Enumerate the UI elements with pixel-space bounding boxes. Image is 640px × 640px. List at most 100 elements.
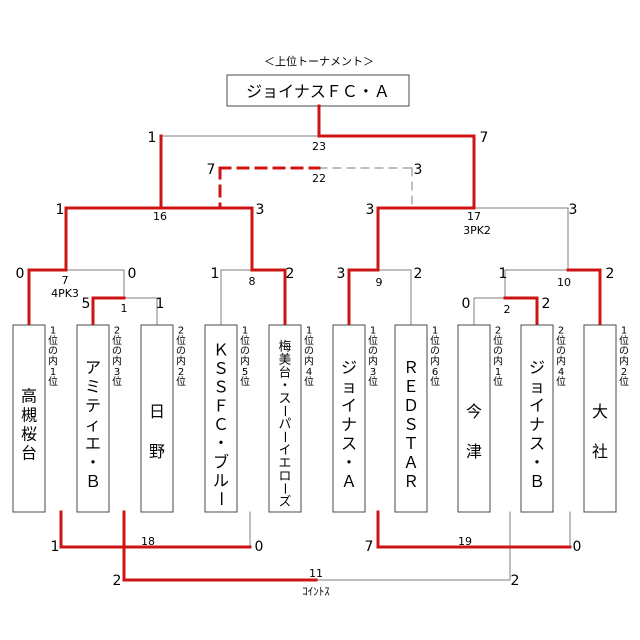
team-name-7-char: Ｄ — [403, 396, 419, 415]
team-boxes — [12, 324, 617, 513]
match-no-m22: 22 — [312, 172, 326, 185]
team-name-6-char: ス — [341, 434, 357, 453]
team-rank-2-char: 位 — [112, 334, 122, 347]
team-name-8-char: 津 — [466, 442, 482, 461]
team-rank-4-char: の — [240, 346, 250, 357]
team-name-6-char: ョ — [341, 377, 357, 396]
score-m17-right: 3 — [569, 202, 578, 218]
score-m9-left: 3 — [337, 266, 346, 282]
match-no-m23: 23 — [312, 140, 326, 153]
team-name-10: 大社 — [592, 402, 608, 461]
team-name-2-char: ィ — [85, 415, 101, 434]
team-rank-9-char: 4 — [558, 367, 564, 378]
team-name-6-char: Ａ — [341, 472, 357, 491]
team-name-9-char: ・ — [529, 453, 545, 472]
team-rank-5-char: の — [304, 346, 314, 357]
team-rank-7-char: 内 — [430, 354, 440, 367]
score-m1-left: 5 — [82, 296, 91, 312]
team-rank-2-char: の — [112, 346, 122, 357]
team-rank-3-char: 内 — [176, 354, 186, 367]
score-m16-left: 1 — [56, 202, 65, 218]
team-name-4-char: Ｃ — [213, 415, 229, 434]
score-m2-left: 0 — [462, 296, 471, 312]
score-m22-left: 7 — [207, 162, 216, 178]
team-name-7-char: Ｒ — [403, 472, 419, 491]
team-box-5 — [268, 324, 302, 513]
team-name-5-char: イ — [279, 442, 292, 457]
score-m10-right: 2 — [606, 266, 615, 282]
team-name-4-char: ・ — [213, 434, 229, 453]
team-rank-7-char: 位 — [430, 375, 440, 388]
team-rank-9-char: 位 — [556, 375, 566, 388]
team-name-7-char: Ｅ — [403, 377, 419, 396]
team-name-4-char: ー — [211, 491, 230, 507]
team-rank-7-char: 1 — [432, 325, 438, 336]
team-rank-5-char: 4 — [306, 367, 312, 378]
team-name-5-char: エ — [279, 455, 292, 470]
team-box-4 — [204, 324, 238, 513]
team-name-4-char: Ｆ — [213, 396, 229, 415]
team-name-2-char: ミ — [85, 377, 101, 396]
team-box-10 — [583, 324, 617, 513]
team-rank-5-char: 内 — [304, 354, 314, 367]
team-name-9-char: ス — [529, 434, 545, 453]
team-rank-7-char: の — [430, 346, 440, 357]
team-rank-8-char: の — [493, 346, 503, 357]
match-no-m17: 17 — [467, 210, 481, 223]
team-rank-1-char: の — [48, 346, 58, 357]
team-rank-6-char: の — [368, 346, 378, 357]
team-rank-10-char: 内 — [619, 354, 629, 367]
team-rank-8-char: 位 — [493, 334, 503, 347]
team-name-6-char: ・ — [341, 453, 357, 472]
champion-box: ジョイナスＦＣ・Ａ — [226, 74, 410, 107]
team-rank-1-char: 位 — [48, 334, 58, 347]
team-rank-1-char: 1 — [50, 325, 56, 336]
score-m18-left: 1 — [51, 539, 60, 555]
team-rank-3-char: 2 — [178, 367, 184, 378]
team-box-7 — [394, 324, 428, 513]
team-rank-4-char: 1 — [242, 325, 248, 336]
score-m22-right: 3 — [414, 162, 423, 178]
team-name-5-char: ー — [278, 405, 293, 418]
team-rank-5-char: 位 — [304, 375, 314, 388]
team-name-7-char: Ｒ — [403, 358, 419, 377]
team-rank-8-char: 位 — [493, 375, 503, 388]
score-m11-left: 2 — [113, 573, 122, 589]
team-name-1-char: 台 — [21, 444, 37, 463]
team-name-5-char: 美 — [279, 352, 292, 367]
team-rank-8-char: 内 — [493, 354, 503, 367]
match-no-m18: 18 — [141, 535, 155, 548]
team-name-4-char: ブ — [213, 452, 229, 471]
pk-note-m7: 4PK3 — [51, 287, 79, 300]
team-rank-1-char: 位 — [48, 375, 58, 388]
team-name-5-char: ス — [279, 390, 292, 405]
team-name-2-char: テ — [85, 396, 101, 415]
team-rank-3-char: 位 — [176, 375, 186, 388]
team-name-3: 日野 — [149, 402, 165, 461]
match-no-m2: 2 — [504, 303, 511, 316]
team-name-5-char: 梅 — [279, 339, 292, 354]
team-names: 高槻桜台アミティエ・Ｂ日野ＫＳＳＦＣ・ブルー梅美台・スーパーイエローズジョイナス… — [21, 339, 608, 509]
score-m1-right: 1 — [156, 296, 165, 312]
team-rank-3-char: 2 — [178, 325, 184, 336]
team-name-4-char: Ｓ — [213, 359, 229, 378]
team-box-2 — [76, 324, 110, 513]
score-m2-right: 2 — [542, 296, 551, 312]
team-rank-4-char: 5 — [242, 367, 248, 378]
score-m19-right: 0 — [573, 539, 582, 555]
match-no-m7: 7 — [62, 274, 69, 287]
team-name-6-char: イ — [341, 396, 357, 415]
score-m23-left: 1 — [148, 130, 157, 146]
score-m9-right: 2 — [414, 266, 423, 282]
team-rank-6-char: 位 — [368, 334, 378, 347]
team-box-1 — [12, 324, 46, 513]
team-name-10-char: 社 — [592, 442, 608, 461]
